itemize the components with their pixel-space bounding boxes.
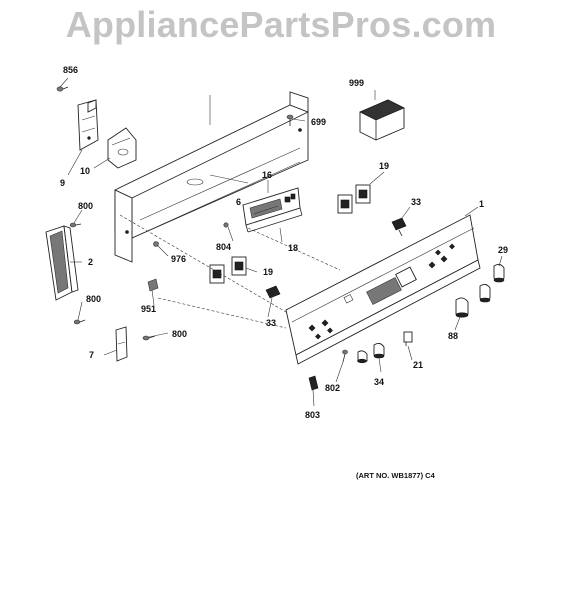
callout-803: 803 xyxy=(305,410,320,420)
callout-88: 88 xyxy=(448,331,458,341)
part-999-box xyxy=(359,99,405,141)
part-699-screw xyxy=(286,114,294,126)
callout-802: 802 xyxy=(325,383,340,393)
callout-33-upper: 33 xyxy=(411,197,421,207)
callout-2: 2 xyxy=(88,257,93,267)
callout-9: 9 xyxy=(60,178,65,188)
callout-19-lower: 19 xyxy=(263,267,273,277)
part-16-18-control-board xyxy=(242,187,303,233)
callout-19-upper: 19 xyxy=(379,161,389,171)
part-34-knobs xyxy=(357,342,385,364)
leader-lines xyxy=(59,77,503,407)
callout-7: 7 xyxy=(89,350,94,360)
callout-800-top: 800 xyxy=(78,201,93,211)
callout-951: 951 xyxy=(141,304,156,314)
callout-29: 29 xyxy=(498,245,508,255)
callout-33-lower: 33 xyxy=(266,318,276,328)
part-802-screw xyxy=(342,349,348,363)
part-29-knobs xyxy=(479,263,505,303)
part-951-clip xyxy=(147,278,159,292)
part-19-switch-upper xyxy=(337,184,371,214)
callout-6: 6 xyxy=(236,197,241,207)
part-856-screw xyxy=(56,86,69,92)
part-800-screw-top xyxy=(69,222,82,228)
callout-800-middle: 800 xyxy=(86,294,101,304)
part-19-switch-lower xyxy=(209,256,247,284)
callout-1: 1 xyxy=(479,199,484,209)
callout-699: 699 xyxy=(311,117,326,127)
part-1-control-panel xyxy=(285,214,481,365)
art-number-note: (ART NO. WB1877) C4 xyxy=(356,471,436,480)
callout-21: 21 xyxy=(413,360,423,370)
callout-labels: 856 9 10 6 699 999 19 16 33 1 800 804 18… xyxy=(60,65,508,420)
part-10-bracket xyxy=(107,127,137,169)
part-6-backsplash-frame xyxy=(114,91,309,263)
callout-34: 34 xyxy=(374,377,384,387)
watermark-text: AppliancePartsPros.com xyxy=(65,4,497,45)
callout-856: 856 xyxy=(63,65,78,75)
part-33-connector-lower xyxy=(265,285,281,299)
part-803-clip xyxy=(308,375,319,391)
part-800-screw-middle xyxy=(73,319,86,325)
part-21-clip xyxy=(403,331,413,346)
part-7-bracket xyxy=(115,326,128,362)
callout-999: 999 xyxy=(349,78,364,88)
part-976-nut xyxy=(153,241,159,247)
callout-976: 976 xyxy=(171,254,186,264)
callout-10: 10 xyxy=(80,166,90,176)
callout-16: 16 xyxy=(262,170,272,180)
part-804-screw xyxy=(223,222,229,228)
callout-804: 804 xyxy=(216,242,231,252)
part-9-bracket xyxy=(77,99,99,151)
part-2-side-panel xyxy=(45,225,79,301)
callout-800-bottom: 800 xyxy=(172,329,187,339)
part-800-screw-bottom xyxy=(142,335,156,341)
callout-18: 18 xyxy=(288,243,298,253)
part-33-connector-upper xyxy=(391,217,407,237)
part-88-knob xyxy=(455,297,469,318)
